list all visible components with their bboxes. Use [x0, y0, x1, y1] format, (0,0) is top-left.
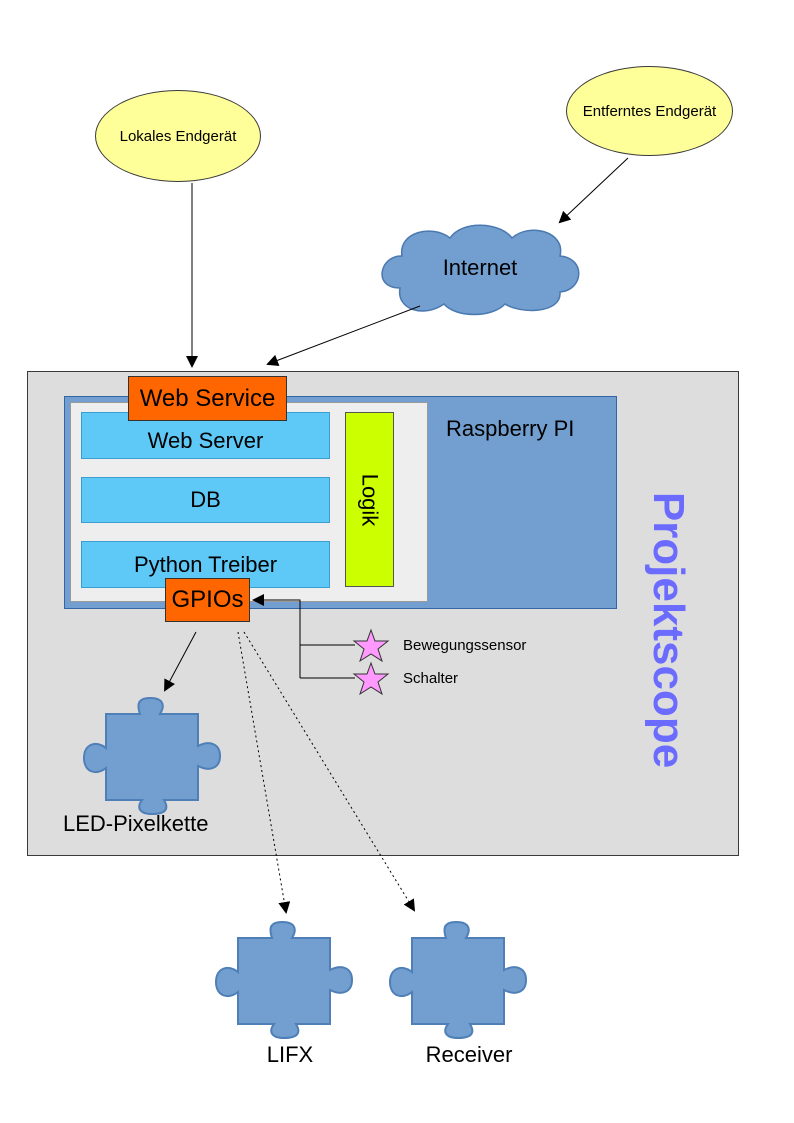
- arrow-gpio-to-led: [164, 631, 197, 692]
- lifx-label: LIFX: [266, 1042, 314, 1067]
- local-device-label: Lokales Endgerät: [119, 127, 237, 145]
- arrow-gpio-to-receiver: [243, 631, 416, 912]
- receiver-label: Receiver: [425, 1042, 513, 1067]
- web-server-label: Web Server: [147, 427, 264, 453]
- logic-box: Logik: [345, 412, 394, 587]
- arrow-remote-to-internet: [558, 157, 629, 224]
- python-driver-label: Python Treiber: [133, 551, 278, 577]
- local-device-node: Lokales Endgerät: [95, 90, 261, 182]
- puzzle-piece-icon: [82, 696, 222, 816]
- arrow-internet-to-webservice: [266, 305, 421, 367]
- star-icon: [352, 661, 390, 696]
- gpios-label: GPIOs: [171, 586, 244, 613]
- gpios-box: GPIOs: [165, 578, 250, 622]
- puzzle-piece-icon: [214, 920, 354, 1040]
- cloud-icon: [381, 224, 580, 316]
- internet-label: Internet: [442, 255, 518, 280]
- db-box: DB: [81, 477, 330, 523]
- raspberry-pi-label: Raspberry PI: [446, 416, 575, 441]
- remote-device-node: Entferntes Endgerät: [566, 66, 733, 156]
- star-icon: [352, 628, 390, 663]
- web-service-label: Web Service: [139, 384, 276, 412]
- sensor-wire: [252, 594, 355, 646]
- puzzle-piece-icon: [388, 920, 528, 1040]
- switch-label: Schalter: [403, 670, 459, 687]
- web-service-box: Web Service: [128, 376, 287, 421]
- db-label: DB: [190, 487, 221, 512]
- remote-device-label: Entferntes Endgerät: [582, 102, 717, 120]
- led-chain-label: LED-Pixelkette: [63, 811, 209, 836]
- python-driver-box: Python Treiber: [81, 541, 330, 588]
- motion-sensor-label: Bewegungssensor: [403, 637, 527, 654]
- arrow-gpio-to-lifx: [237, 631, 291, 914]
